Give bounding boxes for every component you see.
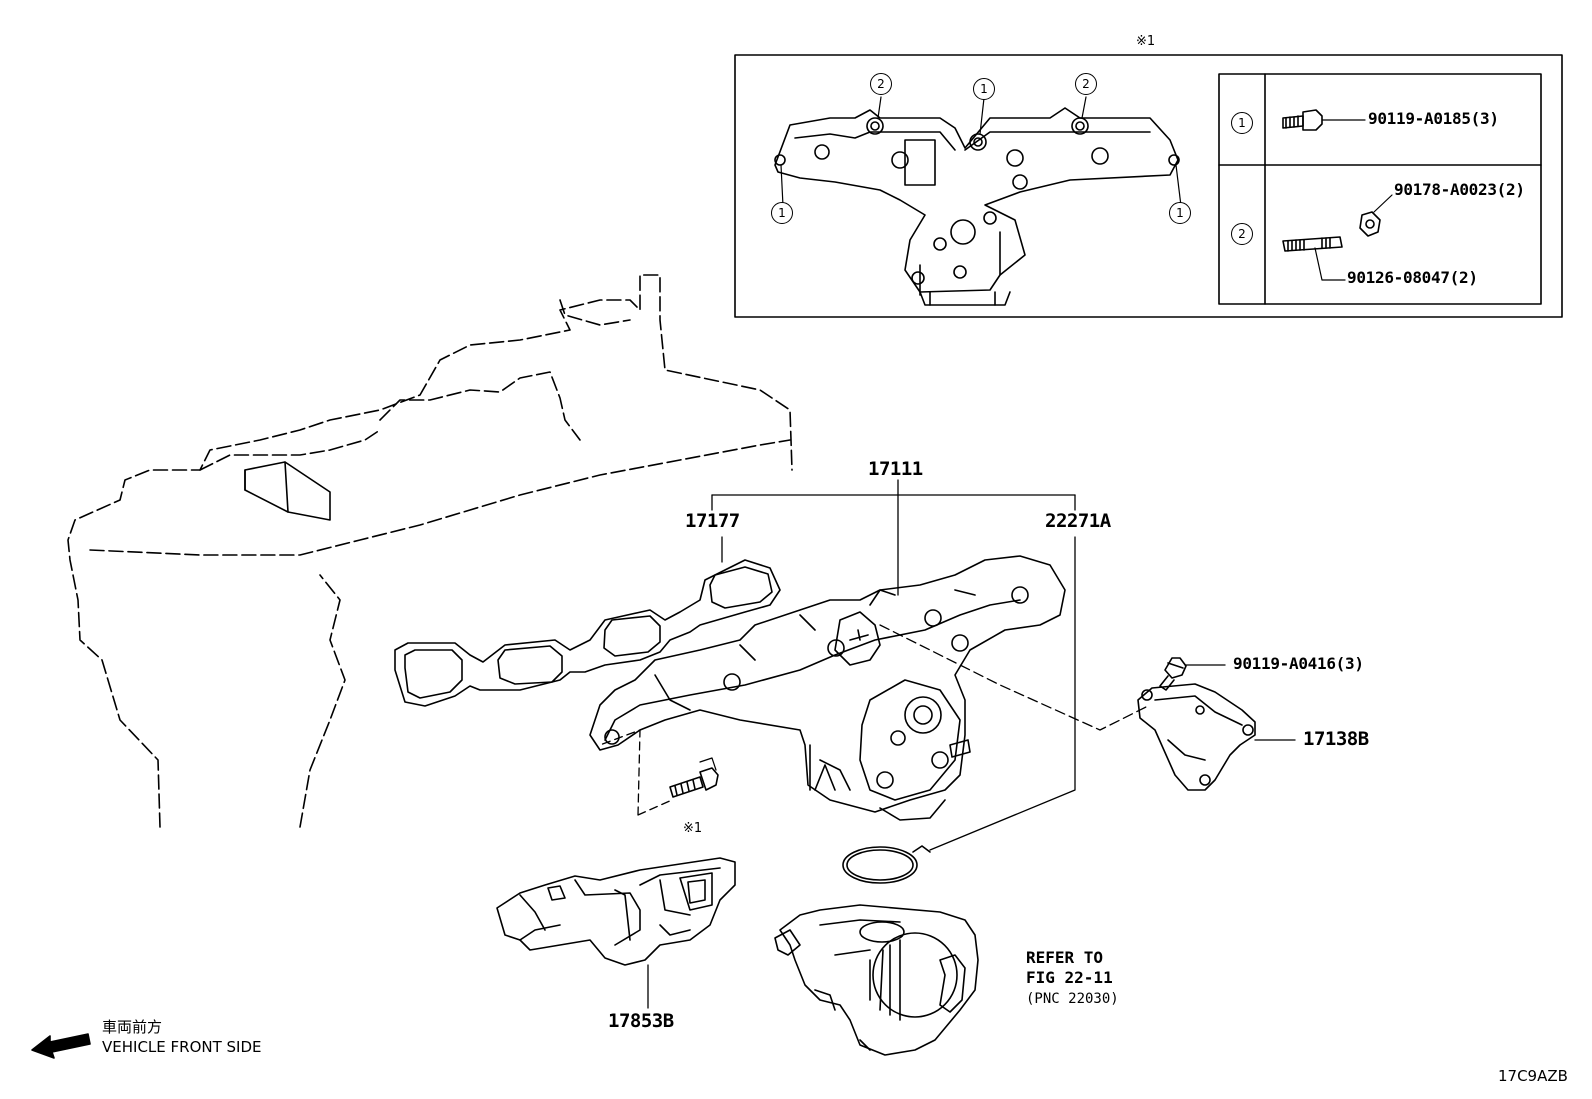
inset-frame bbox=[734, 54, 1563, 318]
part-label-17177: 17177 bbox=[685, 510, 740, 532]
gasket-ring-22271a bbox=[842, 845, 931, 884]
gasket-17177 bbox=[394, 559, 781, 707]
figure-code: 17C9AZB bbox=[1498, 1067, 1568, 1085]
legend-stud-2-icon bbox=[1282, 236, 1346, 281]
legend-marker-1: 1 bbox=[1231, 112, 1253, 134]
part-label-17853b: 17853B bbox=[608, 1010, 674, 1032]
legend-part-90178-a0023: 90178-A0023(2) bbox=[1394, 180, 1525, 199]
alignment-dash bbox=[879, 624, 1151, 731]
legend-part-90126-08047: 90126-08047(2) bbox=[1347, 268, 1478, 287]
throttle-body bbox=[774, 904, 979, 1056]
inset-callout-top-right: 2 bbox=[1075, 73, 1097, 95]
refer-line-1: REFER TO bbox=[1026, 948, 1104, 967]
legend-nut-2-icon bbox=[1359, 194, 1393, 237]
part-label-90119-a0416: 90119-A0416(3) bbox=[1233, 654, 1364, 673]
bolt-star1-dashed-leader bbox=[599, 729, 673, 816]
inset-callout-top-left: 2 bbox=[870, 73, 892, 95]
engine-outline bbox=[67, 274, 793, 828]
inset-reference-mark: ※1 bbox=[1136, 34, 1156, 49]
part-label-17111: 17111 bbox=[868, 458, 923, 480]
part-label-22271a: 22271A bbox=[1045, 510, 1111, 532]
bracket-17138b bbox=[1137, 683, 1256, 791]
legend-bolt-1-icon bbox=[1282, 109, 1366, 131]
bolt-90119-a0416 bbox=[1159, 657, 1187, 691]
direction-label-en: VEHICLE FRONT SIDE bbox=[102, 1038, 262, 1056]
exhaust-manifold bbox=[589, 555, 1066, 821]
inset-callout-side-left: 1 bbox=[771, 202, 793, 224]
front-arrow-icon bbox=[31, 1033, 91, 1059]
refer-line-3: (PNC 22030) bbox=[1026, 991, 1119, 1007]
inset-leaders bbox=[780, 96, 1182, 207]
heat-insulator-17853b bbox=[496, 857, 736, 966]
legend-part-90119-a0185: 90119-A0185(3) bbox=[1368, 109, 1499, 128]
leader-lines bbox=[647, 479, 1296, 1009]
refer-line-2: FIG 22-11 bbox=[1026, 968, 1113, 987]
engine-cap bbox=[244, 461, 331, 521]
part-label-bolt-star1: ※1 bbox=[683, 821, 703, 836]
inset-callout-side-right: 1 bbox=[1169, 202, 1191, 224]
legend-marker-2: 2 bbox=[1231, 223, 1253, 245]
inset-callout-top-center: 1 bbox=[973, 78, 995, 100]
inset-manifold-flange bbox=[774, 107, 1180, 306]
part-label-17138b: 17138B bbox=[1303, 728, 1369, 750]
bolt-star1 bbox=[669, 757, 719, 798]
direction-label-jp: 車両前方 bbox=[102, 1018, 163, 1036]
